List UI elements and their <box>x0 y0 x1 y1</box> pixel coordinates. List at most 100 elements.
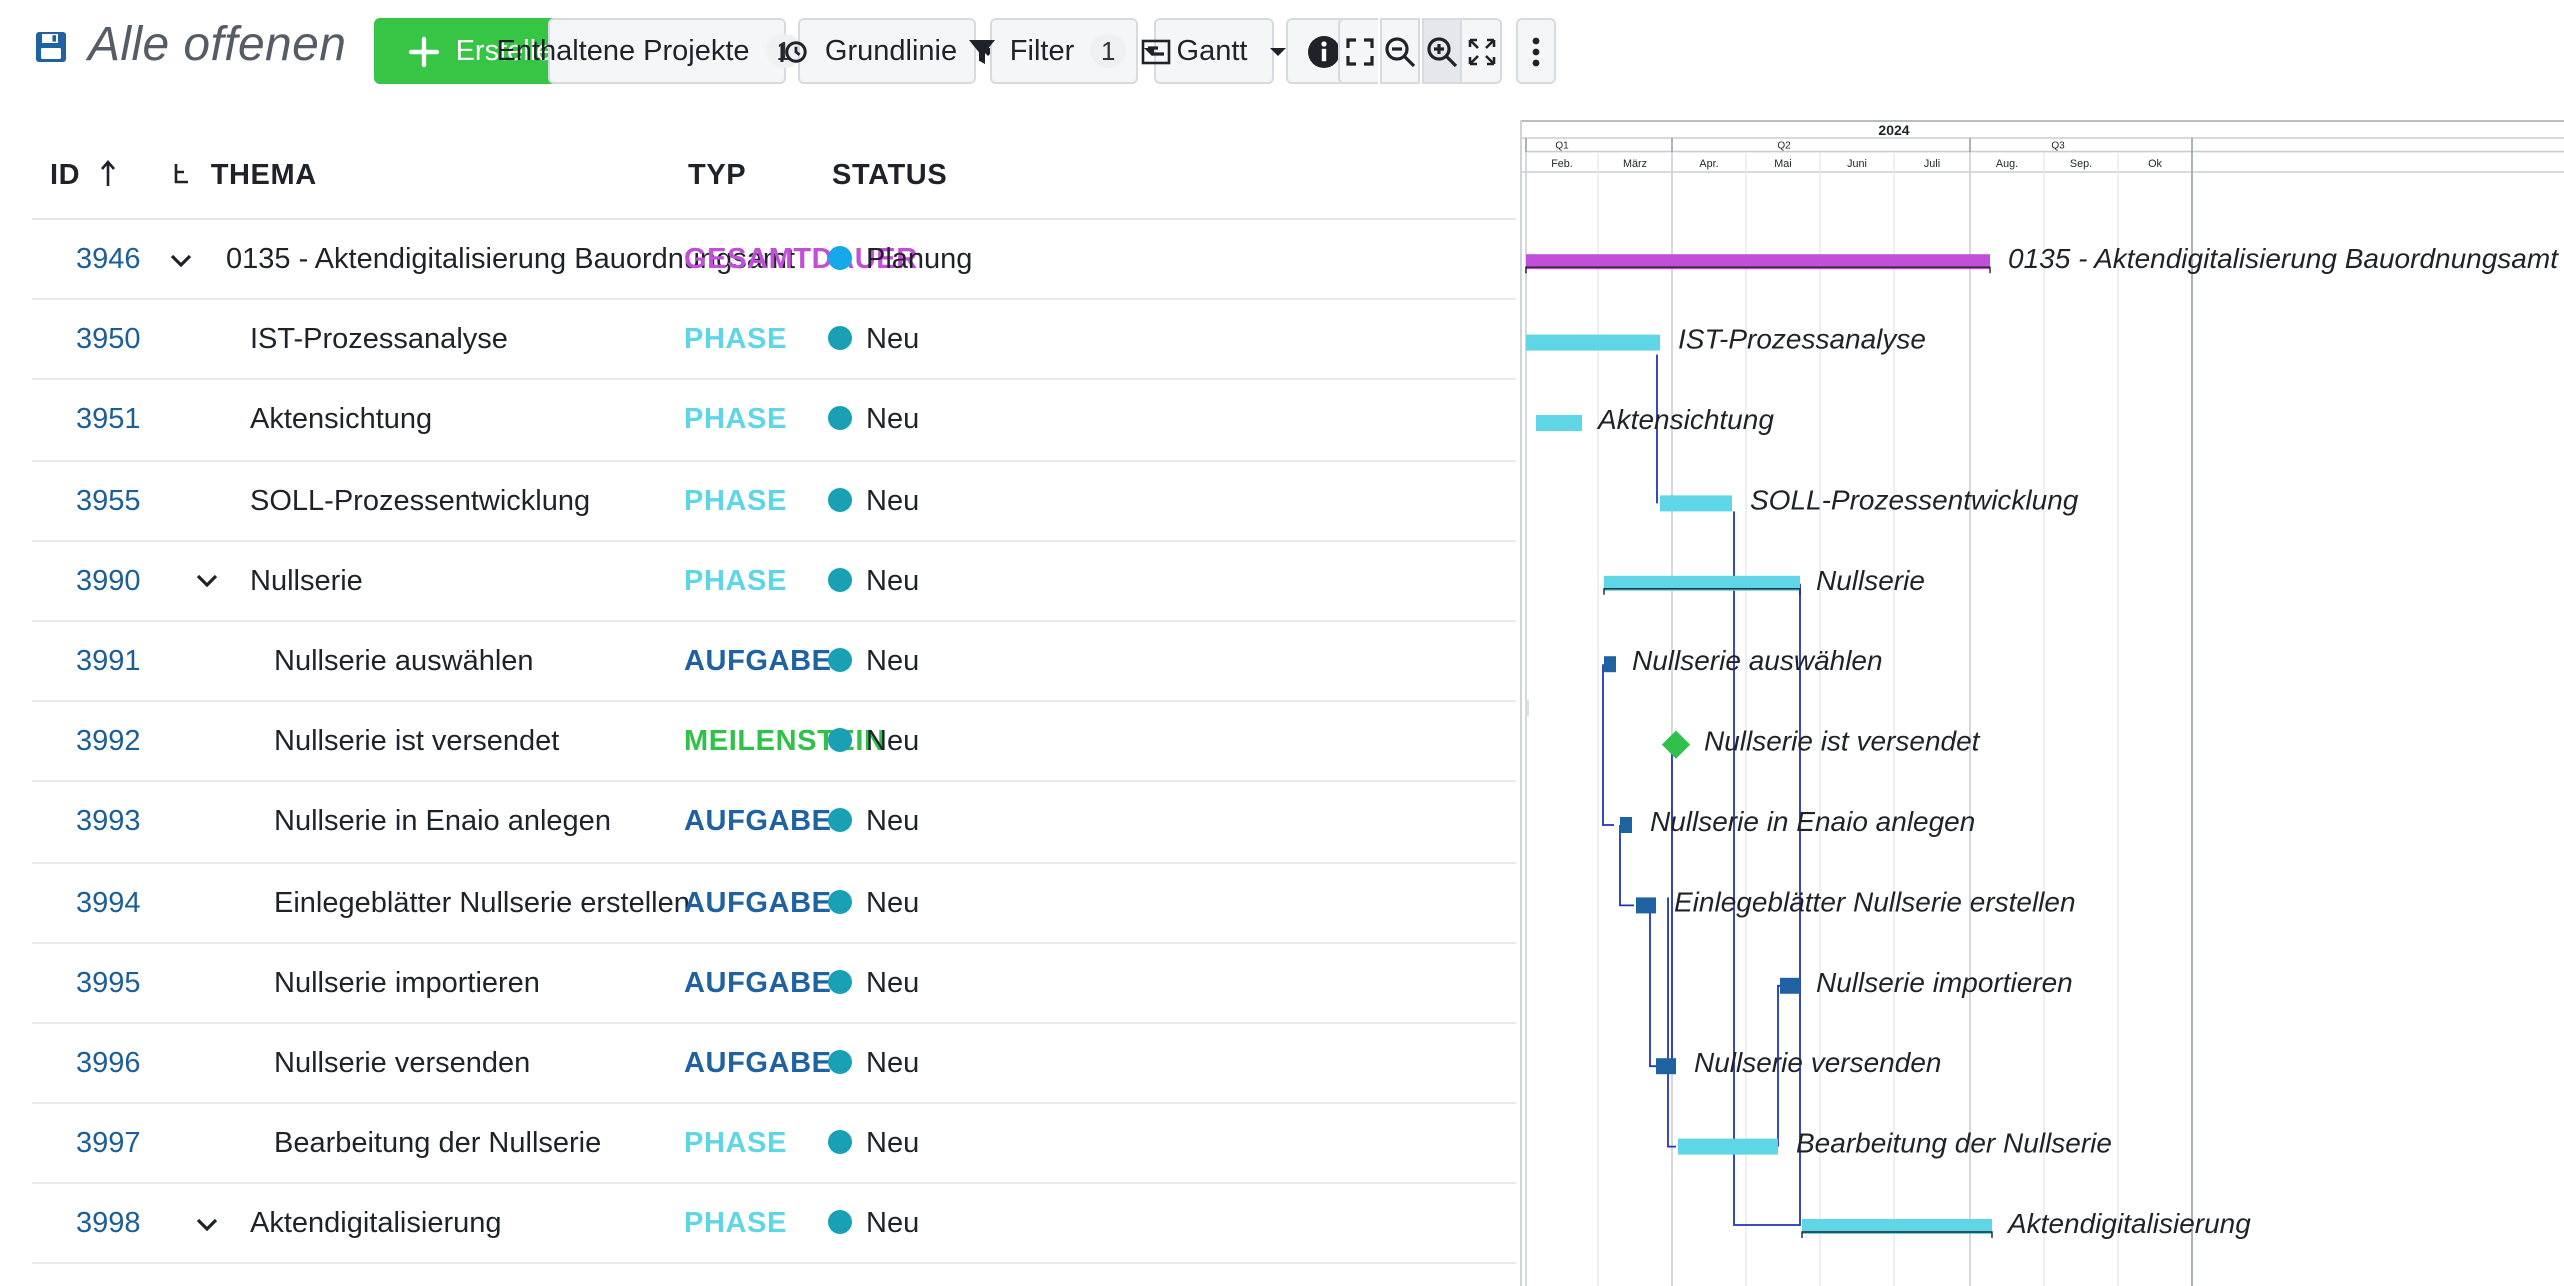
row-subject[interactable]: Bearbeitung der Nullserie <box>274 1128 602 1161</box>
row-type[interactable]: PHASE <box>684 485 787 518</box>
task-bar[interactable] <box>1660 495 1732 512</box>
row-subject[interactable]: Nullserie <box>250 565 363 598</box>
table-row[interactable]: 3955 SOLL-Prozessentwicklung PHASE Neu <box>32 461 1516 542</box>
table-row[interactable]: 3998 Aktendigitalisierung PHASE Neu <box>32 1185 1516 1265</box>
task-bar[interactable] <box>1604 656 1616 673</box>
row-id-link[interactable]: 3994 <box>76 887 141 919</box>
row-subject[interactable]: Nullserie ist versendet <box>274 726 560 759</box>
table-row[interactable]: 3951 Aktensichtung PHASE Neu <box>32 381 1516 462</box>
row-id-link[interactable]: 3951 <box>76 404 141 437</box>
row-subject[interactable]: Aktendigitalisierung <box>250 1208 502 1241</box>
row-type[interactable]: GESAMTDAUER <box>684 244 918 276</box>
page-title[interactable]: Alle offenen <box>88 18 347 72</box>
column-header-id[interactable]: ID <box>50 160 117 196</box>
row-id-link[interactable]: 3993 <box>76 806 141 839</box>
row-type[interactable]: PHASE <box>684 404 787 437</box>
zoom-auto-button[interactable] <box>1462 18 1502 84</box>
row-subject[interactable]: Nullserie importieren <box>274 967 540 1000</box>
row-id-link[interactable]: 3946 <box>76 244 141 276</box>
chevron-down-icon[interactable] <box>196 542 218 622</box>
fullscreen-button[interactable] <box>1338 18 1378 84</box>
status-dot <box>828 487 852 512</box>
row-id-link[interactable]: 3990 <box>76 565 141 598</box>
task-bar[interactable] <box>1780 977 1800 994</box>
row-status[interactable]: Neu <box>828 1185 980 1265</box>
row-subject[interactable]: Einlegeblätter Nullserie erstellen <box>274 887 690 919</box>
row-status[interactable]: Neu <box>828 542 980 622</box>
row-status[interactable]: Neu <box>828 381 980 461</box>
row-id-link[interactable]: 3950 <box>76 324 141 357</box>
row-type[interactable]: PHASE <box>684 324 787 357</box>
row-status[interactable]: Neu <box>828 863 980 943</box>
row-id-link[interactable]: 3996 <box>76 1047 141 1080</box>
row-type[interactable]: PHASE <box>684 1208 787 1241</box>
baseline-button[interactable]: Grundlinie <box>781 18 996 84</box>
chevron-down-icon[interactable] <box>170 220 192 300</box>
included-projects-button[interactable]: Enthaltene Projekte 1 <box>496 18 836 84</box>
milestone-diamond[interactable] <box>1661 730 1691 759</box>
row-id-link[interactable]: 3955 <box>76 485 141 518</box>
row-type[interactable]: AUFGABE <box>684 887 832 919</box>
zoom-in-button[interactable] <box>1422 18 1462 84</box>
status-dot <box>828 246 852 270</box>
row-subject[interactable]: IST-Prozessanalyse <box>250 324 508 357</box>
row-status[interactable]: Planung a <box>828 220 980 300</box>
row-status[interactable]: Neu <box>828 1104 980 1184</box>
column-header-type[interactable]: TYP <box>688 160 747 192</box>
chevron-down-icon[interactable] <box>196 1185 218 1265</box>
more-button[interactable] <box>1516 18 1556 84</box>
row-id-link[interactable]: 3991 <box>76 645 141 678</box>
task-bar[interactable] <box>1656 1058 1676 1075</box>
row-status[interactable]: Neu <box>828 461 980 541</box>
task-bar[interactable] <box>1536 415 1582 431</box>
row-subject[interactable]: Nullserie in Enaio anlegen <box>274 806 611 839</box>
row-status[interactable]: Neu <box>828 1024 980 1104</box>
column-header-status[interactable]: STATUS <box>832 160 948 192</box>
row-type[interactable]: AUFGABE <box>684 967 832 1000</box>
row-status[interactable]: Neu <box>828 702 980 782</box>
row-subject[interactable]: SOLL-Prozessentwicklung <box>250 485 591 518</box>
zoom-out-button[interactable] <box>1380 18 1420 84</box>
month-label: Mai <box>1774 158 1791 170</box>
row-subject[interactable]: Nullserie auswählen <box>274 645 534 678</box>
row-id-link[interactable]: 3995 <box>76 967 141 1000</box>
row-status[interactable]: Neu <box>828 943 980 1023</box>
table-row[interactable]: 3950 IST-Prozessanalyse PHASE Neu <box>32 300 1516 381</box>
filter-button[interactable]: Filter 1 <box>968 18 1161 84</box>
summary-bar[interactable] <box>1802 1219 1992 1234</box>
row-type[interactable]: AUFGABE <box>684 806 832 839</box>
row-subject[interactable]: Nullserie versenden <box>274 1047 531 1080</box>
save-icon[interactable] <box>34 29 68 63</box>
table-row[interactable]: 3990 Nullserie PHASE Neu <box>32 542 1516 622</box>
row-subject[interactable]: 0135 - Aktendigitalisierung Bauordnungsa… <box>226 244 796 276</box>
row-id-link[interactable]: 3997 <box>76 1128 141 1161</box>
row-status[interactable]: Neu <box>828 783 980 863</box>
task-bar[interactable] <box>1526 334 1660 351</box>
row-status[interactable]: Neu <box>828 300 980 380</box>
view-mode-button[interactable]: Gantt <box>1142 18 1286 84</box>
row-type[interactable]: PHASE <box>684 565 787 598</box>
row-type[interactable]: AUFGABE <box>684 645 832 678</box>
baseline-label: Grundlinie <box>824 35 958 67</box>
row-type[interactable]: PHASE <box>684 1128 787 1161</box>
task-bar[interactable] <box>1636 897 1656 914</box>
row-subject[interactable]: Aktensichtung <box>250 404 433 437</box>
status-dot <box>828 647 852 672</box>
task-bar[interactable] <box>1620 817 1632 833</box>
summary-bar[interactable] <box>1526 254 1990 270</box>
row-id-link[interactable]: 3992 <box>76 726 141 759</box>
row-status[interactable]: Neu <box>828 622 980 702</box>
column-header-subject[interactable]: THEMA <box>172 160 317 196</box>
summary-bar[interactable] <box>1604 575 1800 591</box>
row-type[interactable]: AUFGABE <box>684 1047 832 1080</box>
table-row[interactable]: 3946 0135 - Aktendigitalisierung Bauordnu… <box>32 220 1516 301</box>
task-bar[interactable] <box>1678 1138 1778 1155</box>
row-id-link[interactable]: 3998 <box>76 1208 141 1241</box>
table-row[interactable]: 3997 Bearbeitung der Nullserie PHASE Neu <box>32 1104 1516 1185</box>
